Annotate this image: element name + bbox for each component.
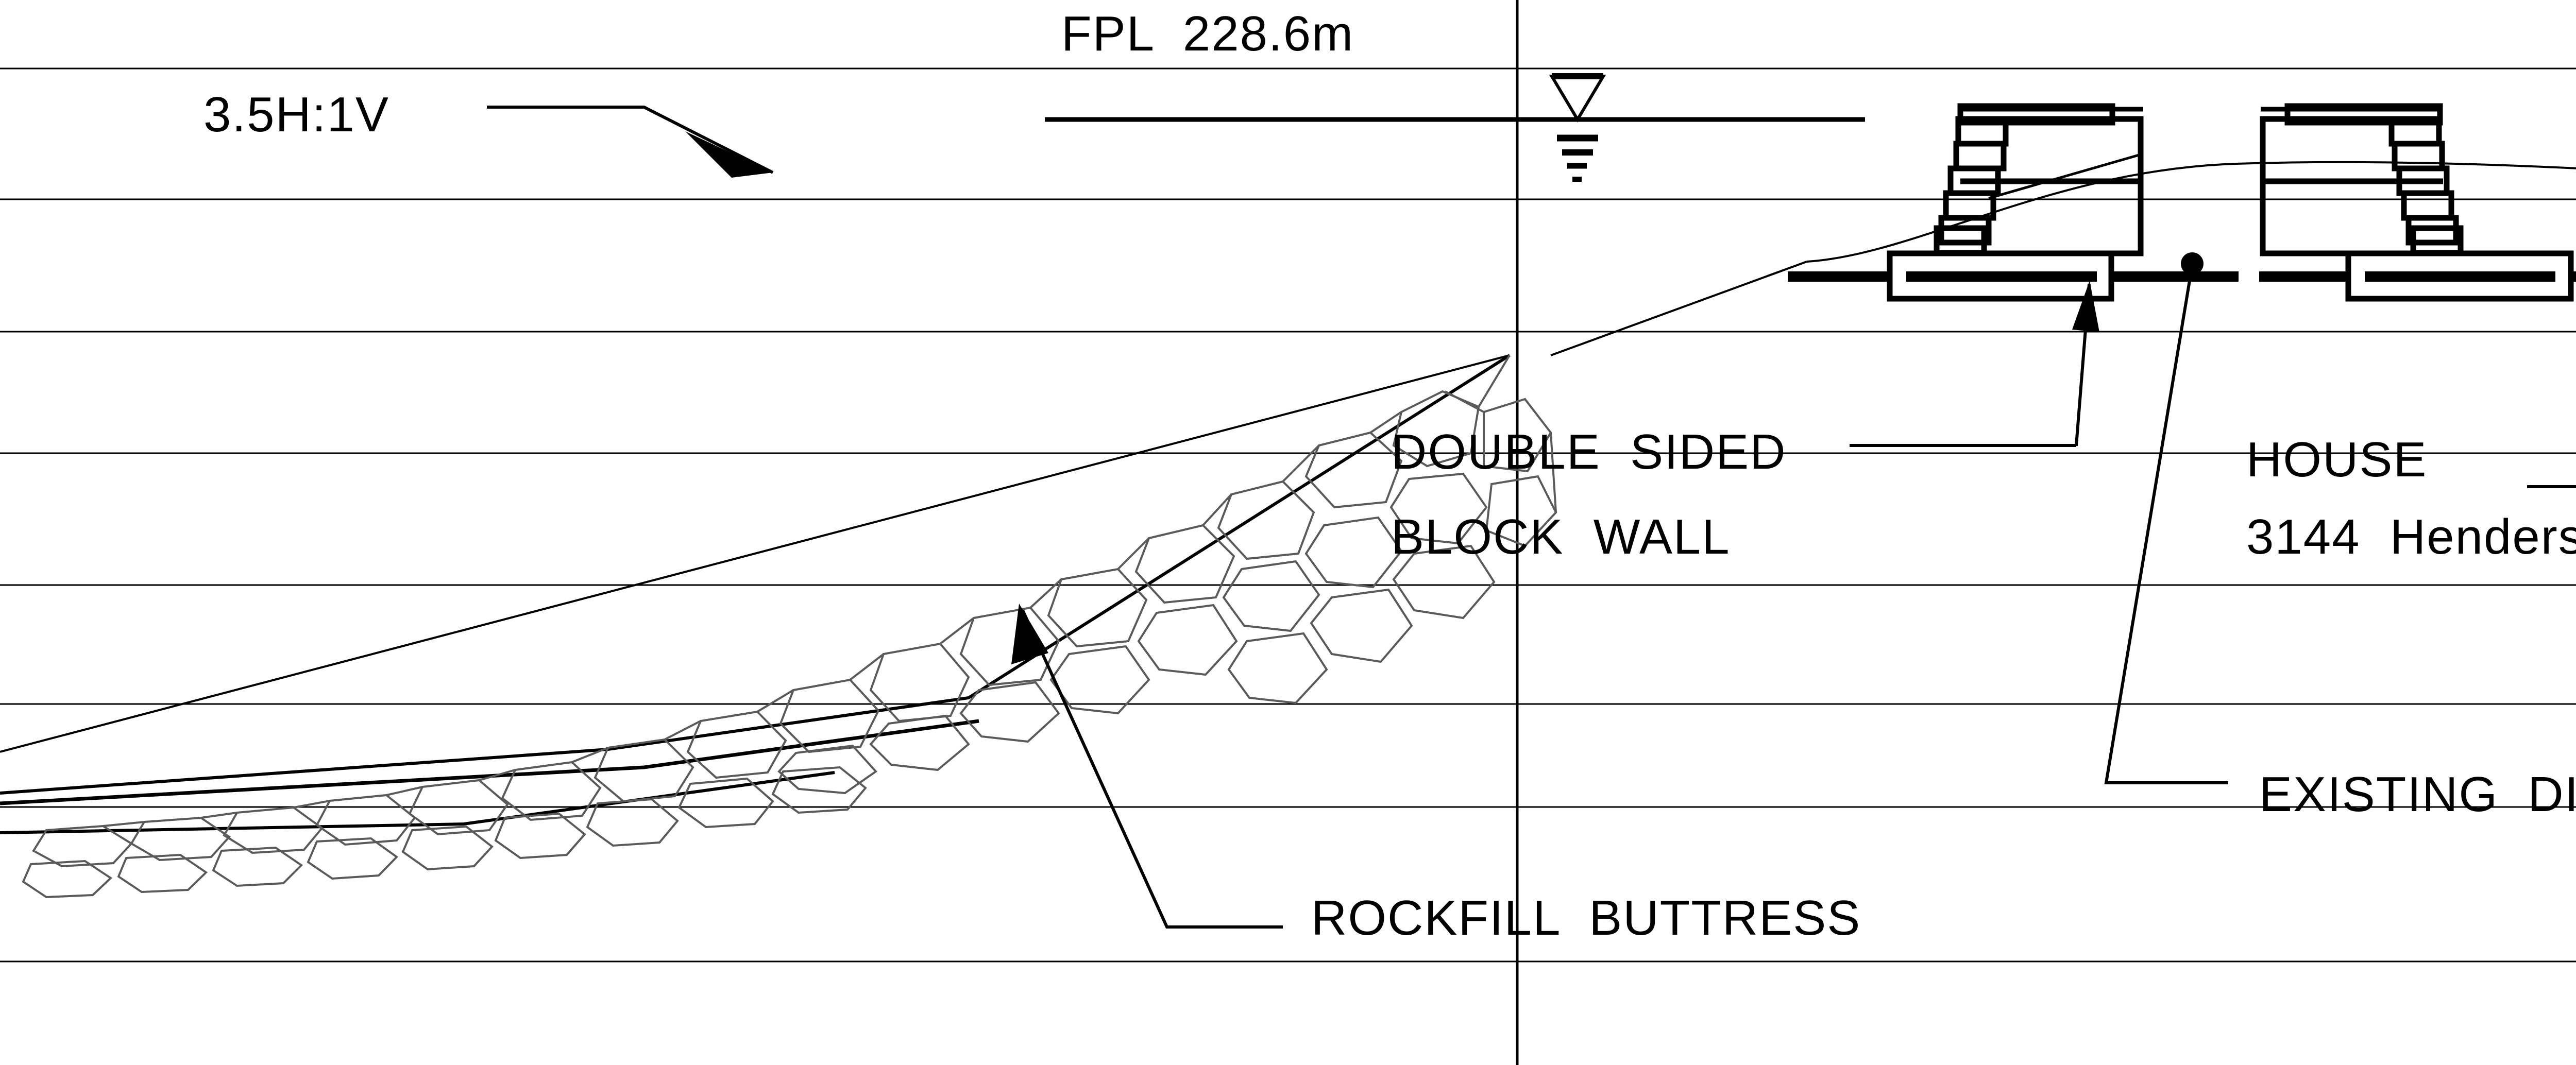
house-foundation-left (1887, 250, 2114, 302)
grid-vertical-lines (1516, 0, 1519, 1065)
leader-rockfill-buttress (1011, 604, 1283, 929)
house-foundation-right (2345, 250, 2574, 302)
rockfill-buttress-label: ROCKFILL BUTTRESS (1311, 890, 1861, 946)
block-wall-right (2284, 103, 2464, 256)
rockfill-buttress-outline (0, 354, 1511, 834)
house-internal-diagonal (1988, 153, 2141, 200)
dike-slope-line (1550, 261, 1807, 356)
leader-house-address (2527, 485, 2576, 488)
double-sided-label-line2: BLOCK WALL (1391, 509, 1731, 564)
house-wall-panel-right (2260, 116, 2443, 256)
grid-horizontal-lines (0, 67, 2576, 963)
leader-existing-dike-fill (2104, 252, 2228, 784)
house-label-line2: 3144 Henderson (2246, 509, 2576, 564)
existing-dike-fill-label: EXISTING DIKE FILL (2259, 767, 2576, 822)
flood-pool-level-label: FPL 228.6m (1061, 6, 1354, 61)
house-label-line1: HOUSE (2246, 432, 2428, 487)
double-sided-label-line1: DOUBLE SIDED (1391, 424, 1787, 479)
leader-slope-ratio (487, 106, 774, 178)
existing-ground-surface (1806, 161, 2576, 263)
slope-ratio-label: 3.5H:1V (204, 87, 389, 142)
leader-block-wall (1850, 281, 2099, 447)
rockfill-stone-hatch (22, 354, 1557, 899)
water-level-triangle-icon (1549, 73, 1606, 182)
